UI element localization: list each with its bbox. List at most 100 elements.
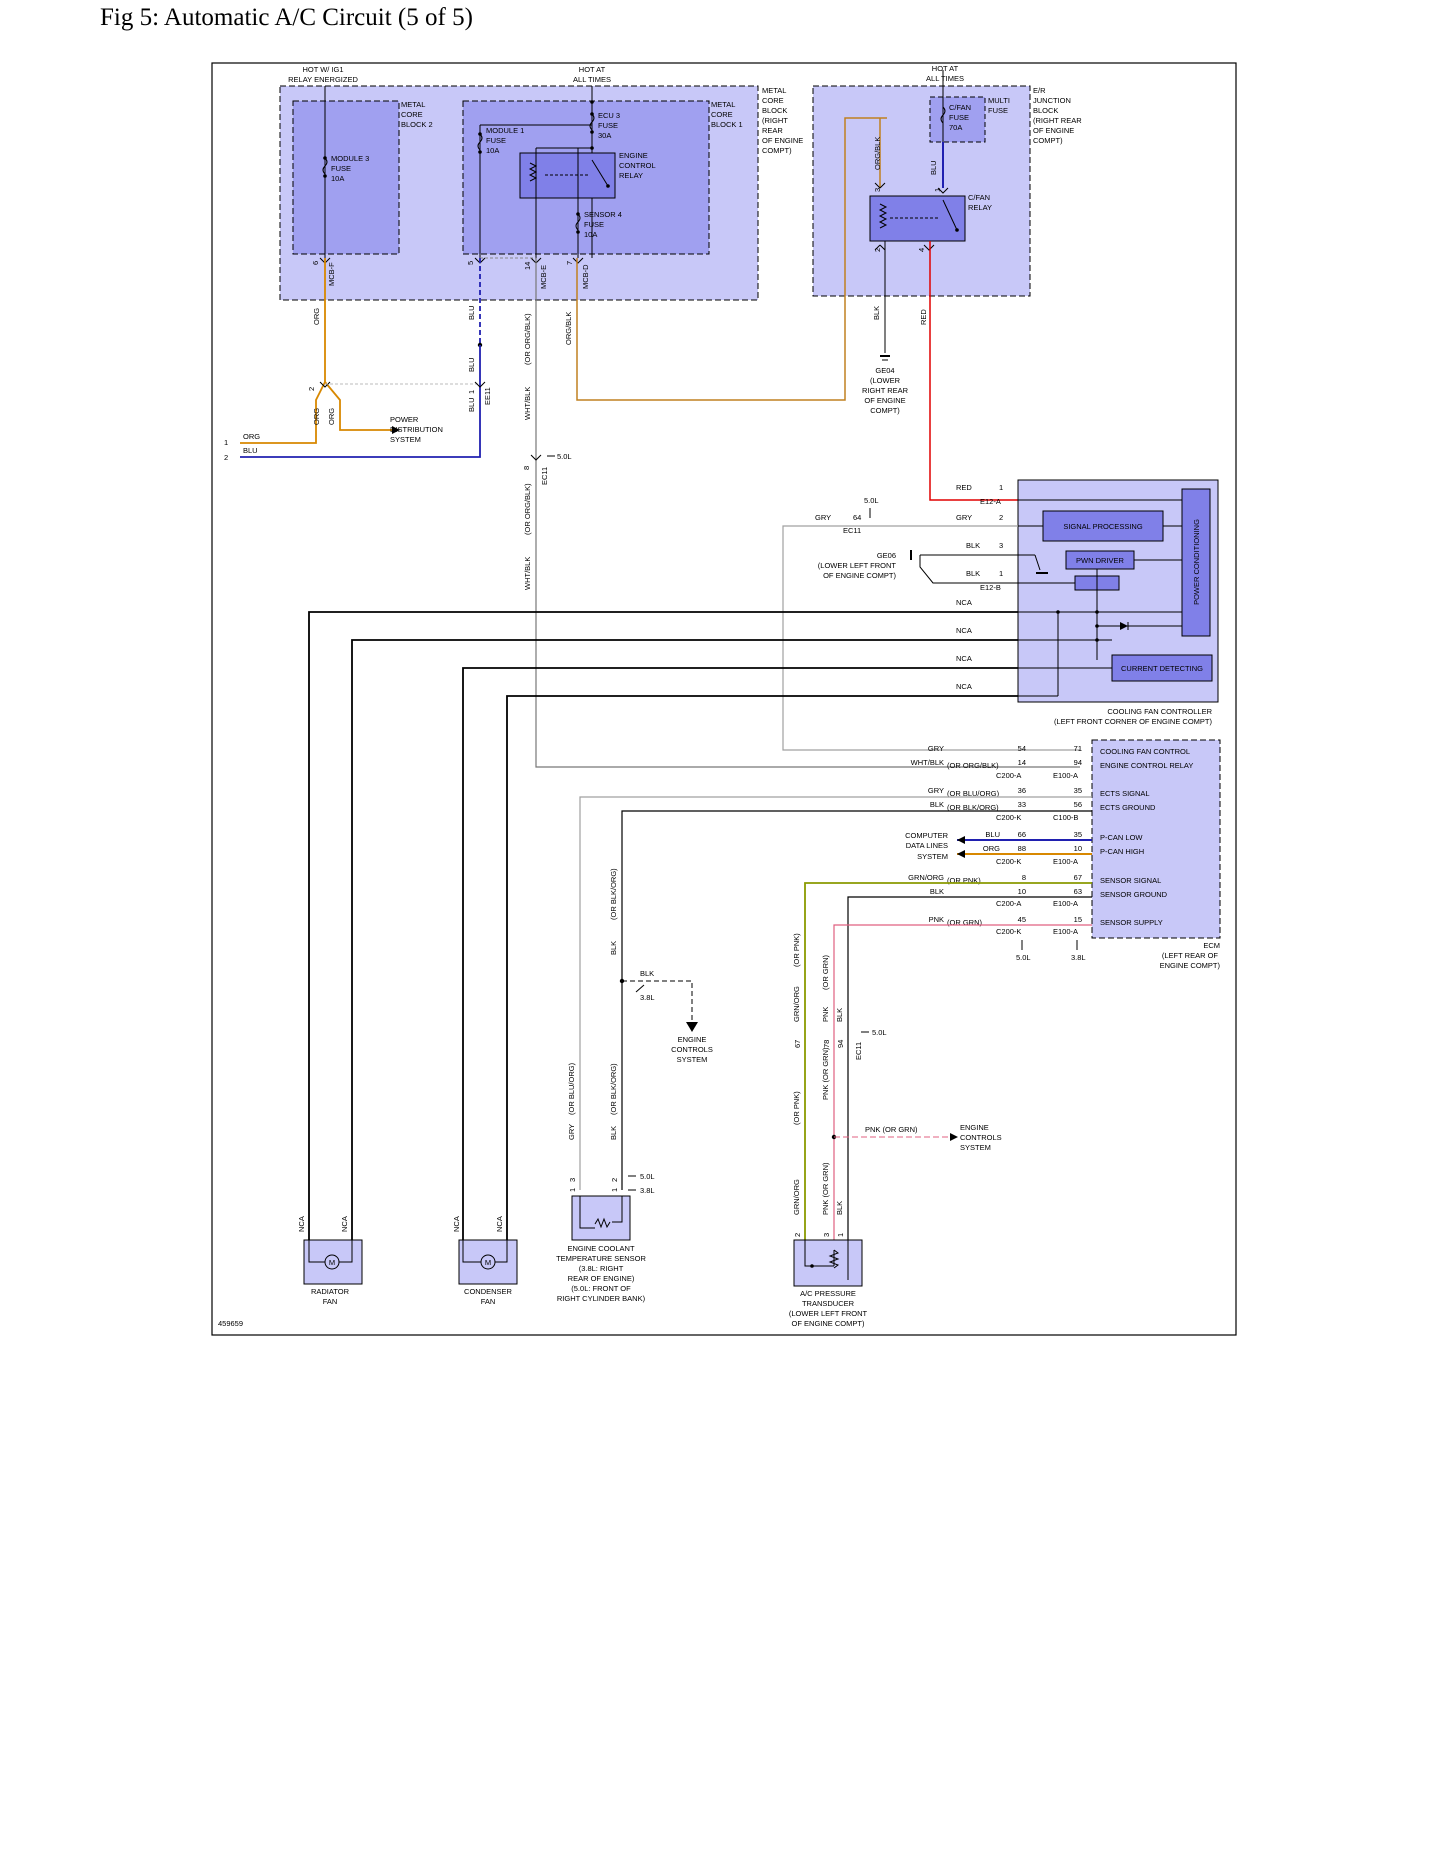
ecm-wire-alt: (OR ORG/BLK) — [947, 761, 999, 770]
svg-text:C200-A: C200-A — [996, 771, 1021, 780]
svg-text:RIGHT REAR: RIGHT REAR — [862, 386, 909, 395]
ac-pressure-transducer[interactable] — [793, 1239, 863, 1287]
svg-text:(OR BLK/ORG): (OR BLK/ORG) — [609, 1063, 618, 1115]
svg-text:C100-B: C100-B — [1053, 813, 1078, 822]
ecm-pin-c: 14 — [1018, 758, 1026, 767]
svg-text:2: 2 — [224, 453, 228, 462]
multi-fuse-label: MULTI FUSE — [988, 96, 1010, 115]
svg-text:3: 3 — [873, 188, 882, 192]
svg-text:BLK: BLK — [640, 969, 654, 978]
svg-text:30A: 30A — [598, 131, 611, 140]
ecm-pin-c: 66 — [1018, 830, 1026, 839]
svg-text:8: 8 — [522, 466, 531, 470]
svg-text:FUSE: FUSE — [598, 121, 618, 130]
wire-blk-ects-ground — [621, 810, 1092, 1190]
svg-text:PNK: PNK — [821, 1007, 830, 1022]
svg-text:E100-A: E100-A — [1053, 927, 1078, 936]
ge04-ground: GE04 (LOWER RIGHT REAR OF ENGINE COMPT) — [862, 355, 909, 415]
svg-text:OF ENGINE: OF ENGINE — [762, 136, 803, 145]
multi-fuse-box — [929, 96, 986, 143]
cfan-relay-label: C/FAN RELAY — [968, 193, 992, 212]
ecm-pin-c: 33 — [1018, 800, 1026, 809]
svg-text:NCA: NCA — [495, 1216, 504, 1232]
svg-text:BLU: BLU — [929, 160, 938, 175]
module1-fuse-label: MODULE 1 FUSE 10A — [486, 126, 524, 155]
svg-text:(OR ORG/BLK): (OR ORG/BLK) — [523, 483, 532, 535]
connector-ee11: EE11 — [483, 387, 492, 405]
svg-text:RIGHT CYLINDER BANK): RIGHT CYLINDER BANK) — [557, 1294, 646, 1303]
svg-text:BLK: BLK — [609, 1126, 618, 1140]
wire-blk-sensor-ground — [847, 896, 1092, 1240]
svg-text:SENSOR 4: SENSOR 4 — [584, 210, 622, 219]
svg-text:POWER: POWER — [390, 415, 419, 424]
power-distribution-label: POWER DISTRIBUTION SYSTEM — [390, 415, 443, 444]
svg-text:CURRENT DETECTING: CURRENT DETECTING — [1121, 664, 1203, 673]
connector-mcb-e: MCB-E — [539, 265, 548, 289]
svg-text:COOLING FAN CONTROLLER: COOLING FAN CONTROLLER — [1107, 707, 1212, 716]
condenser-fan-label: CONDENSER FAN — [464, 1287, 513, 1306]
svg-text:GRN/ORG: GRN/ORG — [792, 1179, 801, 1215]
computer-data-lines-label: COMPUTER DATA LINES SYSTEM — [905, 831, 949, 861]
svg-text:1: 1 — [933, 188, 942, 192]
ecm-pin-e: 35 — [1074, 830, 1082, 839]
svg-text:1: 1 — [836, 1233, 845, 1237]
wire-pnk-sensor-supply — [833, 924, 1092, 1240]
svg-text:7: 7 — [565, 261, 574, 265]
wire-nca-condenser-1 — [462, 667, 1018, 1240]
ecm-function-label: P-CAN LOW — [1100, 833, 1143, 842]
svg-text:ENGINE: ENGINE — [960, 1123, 989, 1132]
ects-sensor[interactable] — [571, 1195, 631, 1241]
engine-controls-label-2: ENGINE CONTROLS SYSTEM — [960, 1123, 1002, 1152]
svg-text:RED: RED — [919, 309, 928, 325]
ecm-function-label: COOLING FAN CONTROL — [1100, 747, 1190, 756]
svg-text:2: 2 — [793, 1233, 802, 1237]
wire-nca-radiator-1 — [308, 611, 1018, 1240]
ecm-pin-e: 35 — [1074, 786, 1082, 795]
svg-text:(LOWER LEFT FRONT: (LOWER LEFT FRONT — [789, 1309, 868, 1318]
connector-mcb-f: MCB-F — [327, 262, 336, 286]
svg-text:3: 3 — [999, 541, 1003, 550]
svg-text:RED: RED — [956, 483, 972, 492]
svg-text:70A: 70A — [949, 123, 962, 132]
svg-text:ORG: ORG — [312, 308, 321, 325]
ecm-wire-color: ORG — [983, 844, 1000, 853]
svg-text:GE04: GE04 — [875, 366, 894, 375]
svg-text:METAL: METAL — [762, 86, 786, 95]
svg-text:5.0L: 5.0L — [872, 1028, 887, 1037]
engine-controls-label-1: ENGINE CONTROLS SYSTEM — [671, 1035, 713, 1064]
svg-text:OF ENGINE: OF ENGINE — [864, 396, 905, 405]
svg-text:2: 2 — [610, 1178, 619, 1182]
svg-text:BLU: BLU — [467, 357, 476, 372]
ecm-wire-color: GRN/ORG — [908, 873, 944, 882]
svg-text:(RIGHT REAR: (RIGHT REAR — [1033, 116, 1082, 125]
ecm-wire-alt: (OR BLK/ORG) — [947, 803, 999, 812]
hot-all-times-label-2: HOT AT ALL TIMES — [926, 64, 964, 83]
svg-text:3.8L: 3.8L — [640, 993, 655, 1002]
svg-text:3.8L: 3.8L — [1071, 953, 1086, 962]
svg-text:OF ENGINE: OF ENGINE — [1033, 126, 1074, 135]
svg-text:C200-K: C200-K — [996, 813, 1021, 822]
svg-text:C200-K: C200-K — [996, 927, 1021, 936]
power-conditioning-block[interactable] — [1181, 488, 1211, 637]
svg-text:(LEFT REAR OF: (LEFT REAR OF — [1162, 951, 1219, 960]
svg-text:TRANSDUCER: TRANSDUCER — [802, 1299, 855, 1308]
svg-text:2: 2 — [307, 387, 316, 391]
svg-text:ORG/BLK: ORG/BLK — [873, 137, 882, 170]
svg-text:FUSE: FUSE — [949, 113, 969, 122]
svg-text:SYSTEM: SYSTEM — [677, 1055, 708, 1064]
svg-text:(OR PNK): (OR PNK) — [792, 1091, 801, 1125]
svg-text:CONDENSER: CONDENSER — [464, 1287, 513, 1296]
svg-text:(5.0L: FRONT OF: (5.0L: FRONT OF — [571, 1284, 631, 1293]
wire-gry-cfc-ecm — [782, 525, 1080, 751]
svg-text:SYSTEM: SYSTEM — [917, 852, 948, 861]
svg-text:M: M — [329, 1258, 335, 1267]
svg-text:BLU: BLU — [467, 397, 476, 412]
svg-text:ALL TIMES: ALL TIMES — [573, 75, 611, 84]
svg-text:CONTROL: CONTROL — [619, 161, 656, 170]
wire-red-cfc — [929, 241, 1018, 501]
svg-text:MODULE 3: MODULE 3 — [331, 154, 369, 163]
svg-text:10A: 10A — [486, 146, 499, 155]
ecm-wire-color: GRY — [928, 786, 944, 795]
svg-text:PWN DRIVER: PWN DRIVER — [1076, 556, 1125, 565]
